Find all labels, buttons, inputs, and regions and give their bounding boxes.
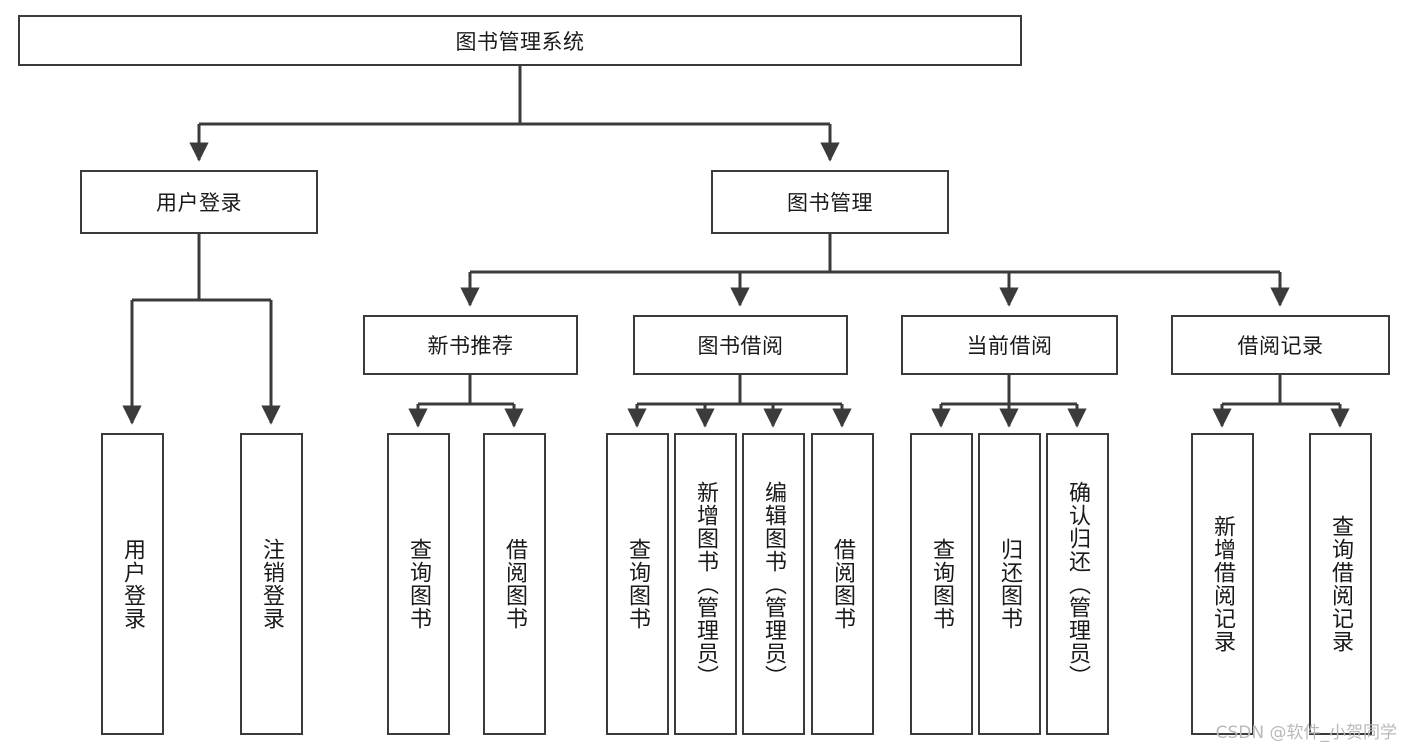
leaf-current-return-book[interactable]: 归还图书: [978, 433, 1041, 735]
leaf-label: 借阅图书: [502, 538, 528, 630]
leaf-label: 查询图书: [929, 538, 955, 630]
leaf-recommend-borrow-book[interactable]: 借阅图书: [483, 433, 546, 735]
leaf-recommend-query-book[interactable]: 查询图书: [387, 433, 450, 735]
leaf-borrow-query-book[interactable]: 查询图书: [606, 433, 669, 735]
leaf-label: 新增借阅记录: [1210, 515, 1236, 653]
node-book-management[interactable]: 图书管理: [711, 170, 949, 234]
node-book-borrow[interactable]: 图书借阅: [633, 315, 848, 375]
leaf-label: 新增图书（管理员）: [693, 480, 719, 688]
leaf-label: 注销登录: [259, 538, 285, 630]
leaf-label: 确认归还（管理员）: [1065, 480, 1091, 688]
node-user-login-label: 用户登录: [156, 191, 242, 215]
leaf-label: 归还图书: [997, 538, 1023, 630]
node-borrow-record-label: 借阅记录: [1237, 334, 1324, 358]
leaf-label: 借阅图书: [830, 538, 856, 630]
leaf-label: 查询借阅记录: [1328, 515, 1354, 653]
node-new-book-recommend[interactable]: 新书推荐: [363, 315, 578, 375]
leaf-current-confirm-return-admin[interactable]: 确认归还（管理员）: [1046, 433, 1109, 735]
node-book-management-label: 图书管理: [787, 191, 873, 215]
node-current-borrow-label: 当前借阅: [966, 334, 1053, 358]
leaf-label: 用户登录: [120, 538, 146, 630]
leaf-borrow-add-book-admin[interactable]: 新增图书（管理员）: [674, 433, 737, 735]
leaf-label: 查询图书: [406, 538, 432, 630]
leaf-borrow-edit-book-admin[interactable]: 编辑图书（管理员）: [742, 433, 805, 735]
leaf-record-add-record[interactable]: 新增借阅记录: [1191, 433, 1254, 735]
node-root[interactable]: 图书管理系统: [18, 15, 1022, 66]
leaf-user-login-logout[interactable]: 注销登录: [240, 433, 303, 735]
leaf-label: 编辑图书（管理员）: [761, 480, 787, 688]
leaf-current-query-book[interactable]: 查询图书: [910, 433, 973, 735]
node-borrow-record[interactable]: 借阅记录: [1171, 315, 1390, 375]
leaf-user-login-login[interactable]: 用户登录: [101, 433, 164, 735]
node-user-login[interactable]: 用户登录: [80, 170, 318, 234]
node-new-book-recommend-label: 新书推荐: [427, 334, 514, 358]
leaf-record-query-record[interactable]: 查询借阅记录: [1309, 433, 1372, 735]
node-root-label: 图书管理系统: [455, 29, 585, 54]
leaf-borrow-borrow-book[interactable]: 借阅图书: [811, 433, 874, 735]
node-current-borrow[interactable]: 当前借阅: [901, 315, 1118, 375]
leaf-label: 查询图书: [625, 538, 651, 630]
watermark-text: CSDN @软件_小贺同学: [1215, 723, 1397, 743]
node-book-borrow-label: 图书借阅: [697, 334, 784, 358]
